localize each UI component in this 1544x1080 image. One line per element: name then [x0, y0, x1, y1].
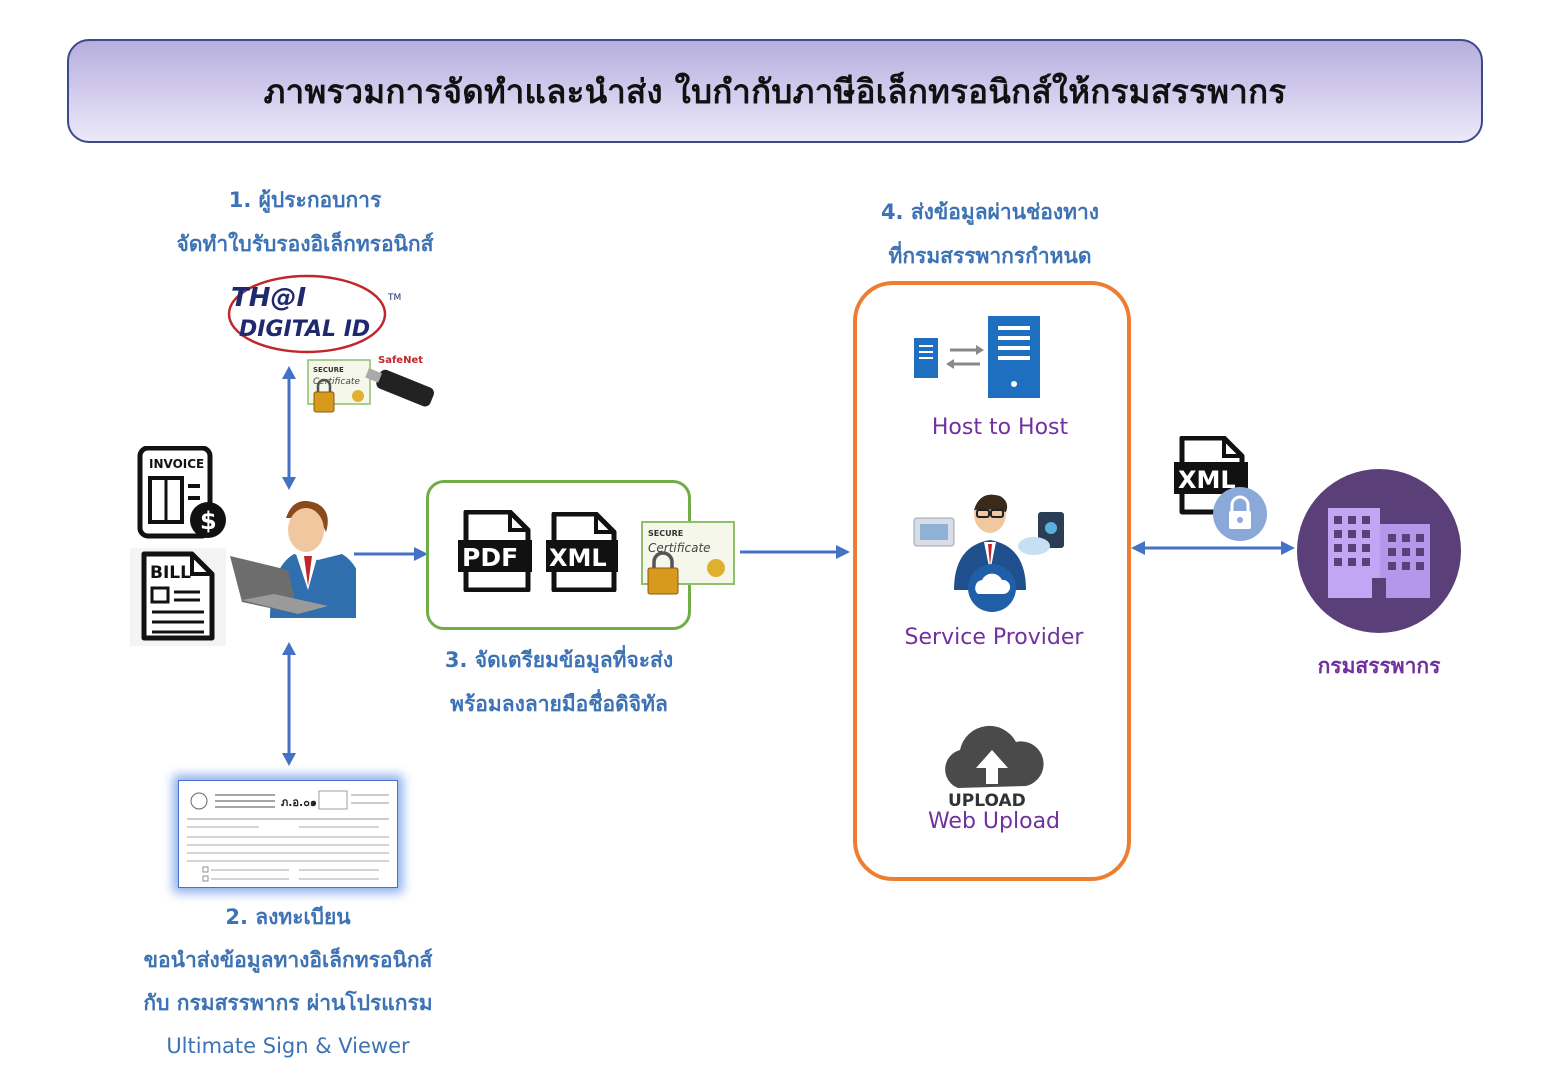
form-code-text: ภ.อ.๐๑	[281, 796, 317, 809]
form-content: ภ.อ.๐๑	[187, 790, 389, 882]
invoice-text: INVOICE	[149, 457, 204, 471]
pdf-text: PDF	[462, 543, 518, 572]
safenet-text: SafeNet	[378, 355, 423, 366]
revenue-department-building-icon	[1297, 469, 1461, 633]
registration-form-image: ภ.อ.๐๑	[178, 780, 398, 888]
invoice-icon: INVOICE $	[137, 446, 226, 539]
service-provider-label: Service Provider	[904, 625, 1084, 650]
step3-label: 3. จัดเตรียมข้อมูลที่จะส่ง พร้อมลงลายมือ…	[404, 638, 714, 726]
xml-text: XML	[549, 544, 607, 572]
arrow-user-register	[282, 642, 296, 766]
arrow-prepare-to-channels	[740, 545, 850, 559]
step2-line2: ขอนำส่งข้อมูลทางอิเล็กทรอนิกส์	[143, 948, 433, 972]
step2-line3: กับ กรมสรรพากร ผ่านโปรแกรม	[143, 991, 433, 1015]
arrow-channels-revenue	[1131, 541, 1295, 555]
page-title: ภาพรวมการจัดทำและนำส่ง ใบกำกับภาษีอิเล็ก…	[263, 71, 1287, 111]
cert-secure-text: SECURE	[313, 366, 344, 374]
certificate-token-icon: SECURE Certificate SafeNet	[307, 352, 434, 413]
logo-text-bottom: DIGITAL ID	[239, 317, 370, 342]
step4-line2: ที่กรมสรรพากรกำหนด	[888, 244, 1092, 268]
logo-tm: TM	[387, 293, 401, 303]
web-upload-label: Web Upload	[927, 809, 1061, 834]
bill-text: BILL	[150, 563, 191, 583]
svg-text:$: $	[200, 507, 217, 535]
step4-line1: 4. ส่งข้อมูลผ่านช่องทาง	[880, 200, 1100, 224]
xml-icon: XML	[546, 512, 618, 592]
xml-secure-icon: XML	[1174, 436, 1267, 541]
pdf-icon: PDF	[458, 510, 532, 592]
arrow-user-to-prepare	[354, 547, 428, 561]
sig-secure-text: SECURE	[648, 529, 683, 538]
cert-title-text: Certificate	[313, 377, 360, 387]
step1-line2: จัดทำใบรับรองอิเล็กทรอนิกส์	[176, 232, 434, 256]
step4-label: 4. ส่งข้อมูลผ่านช่องทาง ที่กรมสรรพากรกำห…	[830, 190, 1150, 278]
upload-cloud-icon: UPLOAD	[945, 725, 1044, 811]
step2-line1: 2. ลงทะเบียน	[225, 905, 351, 929]
digital-signature-icon: SECURE Certificate	[641, 521, 735, 595]
service-provider-icon	[913, 494, 1064, 612]
title-banner: ภาพรวมการจัดทำและนำส่ง ใบกำกับภาษีอิเล็ก…	[67, 39, 1483, 143]
step2-label: 2. ลงทะเบียน ขอนำส่งข้อมูลทางอิเล็กทรอนิ…	[108, 896, 468, 1068]
bill-icon: BILL	[130, 548, 226, 646]
step1-line1: 1. ผู้ประกอบการ	[228, 188, 382, 212]
revenue-department-label: กรมสรรพากร	[1317, 654, 1441, 678]
step1-label: 1. ผู้ประกอบการ จัดทำใบรับรองอิเล็กทรอนิ…	[140, 178, 470, 266]
user-laptop-icon	[230, 501, 356, 618]
upload-text: UPLOAD	[948, 791, 1026, 811]
host-to-host-icon	[914, 316, 1040, 398]
thai-digital-id-logo: TH@I DIGITAL ID TM	[225, 270, 407, 362]
step2-line4: Ultimate Sign & Viewer	[166, 1034, 410, 1058]
arrow-step1-user	[282, 366, 296, 490]
host-to-host-label: Host to Host	[931, 415, 1069, 440]
logo-text-top: TH@I	[231, 283, 306, 313]
step3-line1: 3. จัดเตรียมข้อมูลที่จะส่ง	[444, 648, 674, 672]
step3-line2: พร้อมลงลายมือชื่อดิจิทัล	[450, 692, 668, 716]
xml-secure-text: XML	[1178, 466, 1236, 494]
